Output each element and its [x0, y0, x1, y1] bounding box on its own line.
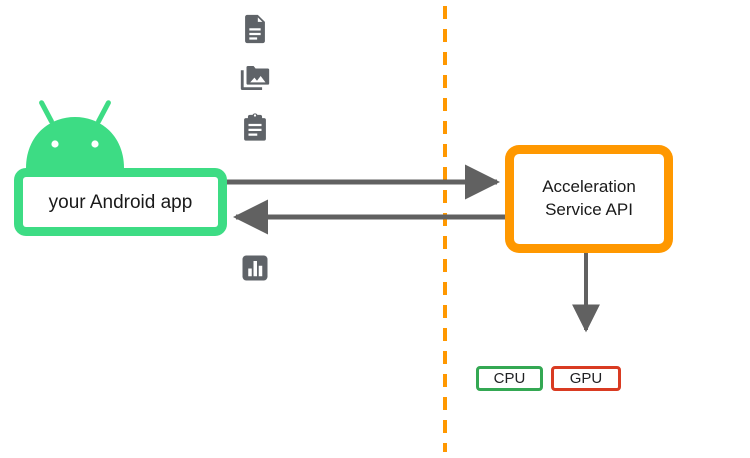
client-app-label: your Android app [48, 191, 193, 213]
client-app-box: your Android app [14, 168, 227, 236]
bar-chart-icon [242, 255, 268, 281]
data-icons-column [238, 12, 274, 159]
acceleration-service-label-line2: Service API [545, 200, 633, 219]
acceleration-service-label-line1: Acceleration [542, 177, 636, 197]
cpu-chip: CPU [476, 366, 543, 391]
device-boundary-divider [443, 6, 447, 452]
gpu-chip-label: GPU [569, 370, 603, 387]
photos-icon [240, 65, 270, 91]
document-icon [245, 14, 265, 44]
gpu-chip: GPU [551, 366, 621, 391]
acceleration-service-box: Acceleration Service API [505, 145, 673, 253]
acceleration-service-box-inner: Acceleration Service API [514, 154, 664, 244]
client-app-box-inner: your Android app [23, 177, 218, 227]
clipboard-icon [244, 113, 266, 141]
cpu-chip-label: CPU [493, 370, 526, 387]
android-robot-icon [26, 100, 124, 168]
